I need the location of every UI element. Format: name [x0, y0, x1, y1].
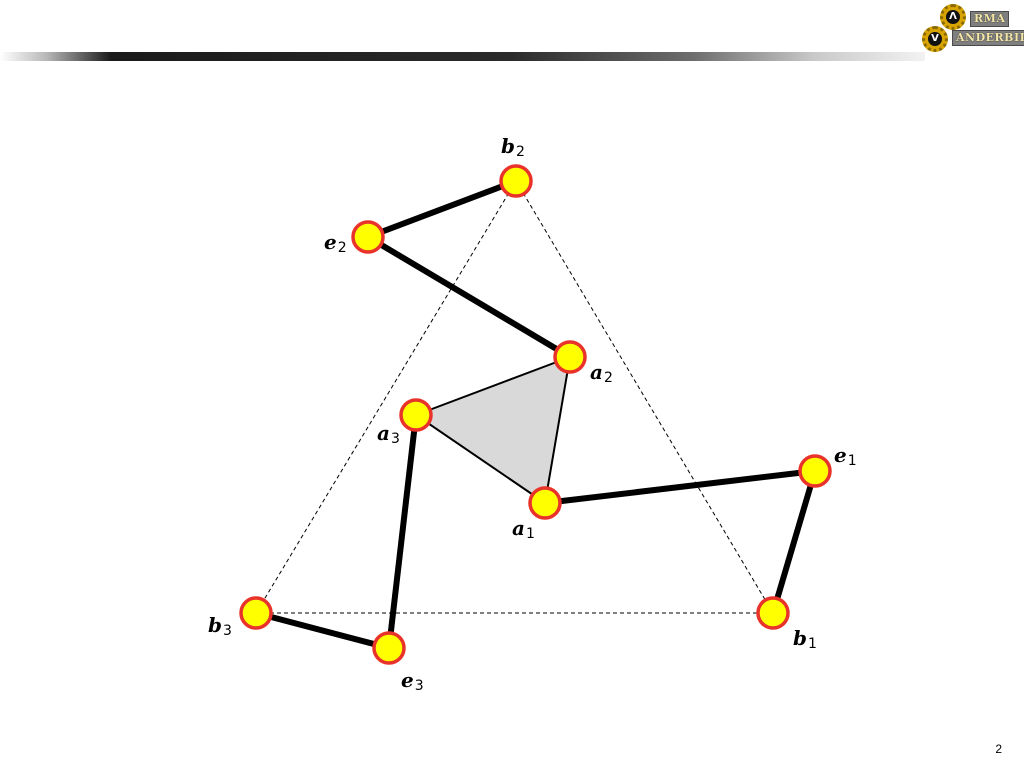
logo-word-arma: RMA — [970, 11, 1010, 27]
label-a3: a3 — [377, 421, 400, 447]
joint-a2 — [553, 340, 587, 374]
link-e1-b1 — [770, 468, 818, 616]
platform-triangle — [413, 355, 572, 505]
label-b1: b1 — [793, 626, 817, 652]
link-b3-e3 — [253, 610, 392, 651]
link-e2-a2 — [365, 234, 573, 360]
link-b2-e2 — [365, 178, 519, 240]
header-gradient-bar — [0, 52, 925, 61]
joint-b2 — [499, 164, 533, 198]
page-number: 2 — [995, 742, 1002, 756]
joint-e3 — [372, 631, 406, 665]
gear-icon: Λ — [940, 4, 966, 30]
joint-a3 — [399, 398, 433, 432]
label-b2: b2 — [501, 134, 525, 160]
joint-e2 — [351, 220, 385, 254]
vanderbilt-arma-logo: Λ V RMA ANDERBILT — [920, 2, 1024, 54]
label-a2: a2 — [590, 360, 613, 386]
joint-b3 — [239, 596, 273, 630]
joint-b1 — [756, 596, 790, 630]
label-a1: a1 — [512, 516, 535, 542]
link-a3-e3 — [386, 412, 419, 651]
label-b3: b3 — [208, 613, 232, 639]
label-e1: e1 — [834, 443, 857, 469]
label-e2: e2 — [324, 230, 347, 256]
gear-icon: V — [922, 26, 948, 52]
dashed-edge-b2-b3 — [255, 180, 517, 614]
joint-a1 — [528, 486, 562, 520]
joint-e1 — [798, 454, 832, 488]
logo-word-vanderbilt: ANDERBILT — [952, 30, 1024, 46]
link-a1-e1 — [542, 468, 818, 506]
label-e3: e3 — [401, 668, 424, 694]
